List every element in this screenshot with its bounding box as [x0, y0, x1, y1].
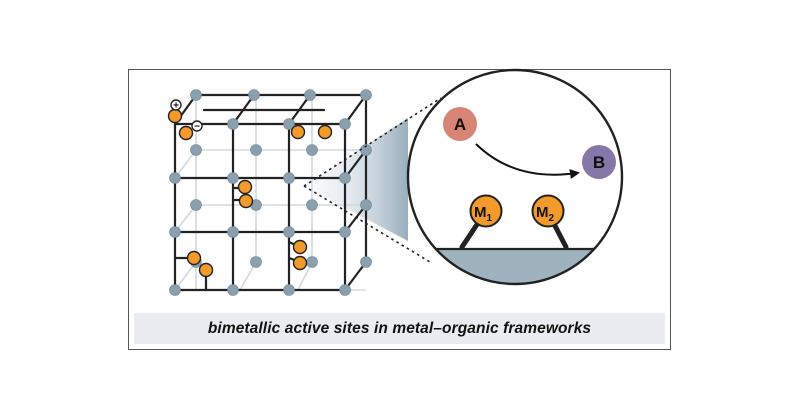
positive-charge: +	[170, 99, 182, 112]
reactant-a: A	[443, 107, 477, 141]
svg-text:M1: M1	[474, 204, 493, 224]
surface	[408, 249, 622, 284]
svg-text:M2: M2	[536, 204, 555, 224]
caption-text: bimetallic active sites in metal–organic…	[207, 319, 592, 337]
product-label: B	[593, 153, 605, 172]
negative-charge-label: −	[194, 122, 200, 133]
positive-charge-label: +	[173, 101, 179, 112]
metal-1-symbol: M	[474, 204, 487, 221]
caption-bar: bimetallic active sites in metal–organic…	[134, 313, 665, 344]
mof-lattice: + −	[167, 89, 372, 296]
magnification-beam	[304, 118, 408, 241]
negative-charge: −	[191, 120, 203, 133]
zoom-circle: M1 M2 A B	[406, 68, 624, 286]
metal-2-subscript: 2	[548, 213, 554, 224]
zoom-lines	[303, 97, 442, 263]
metal-site-2: M2	[531, 194, 565, 228]
product-b: B	[582, 145, 616, 179]
reaction-arrow	[475, 143, 580, 179]
metal-1-subscript: 1	[486, 213, 492, 224]
metal-2-symbol: M	[536, 204, 549, 221]
metal-site-1: M1	[469, 194, 503, 228]
reactant-label: A	[454, 115, 466, 134]
